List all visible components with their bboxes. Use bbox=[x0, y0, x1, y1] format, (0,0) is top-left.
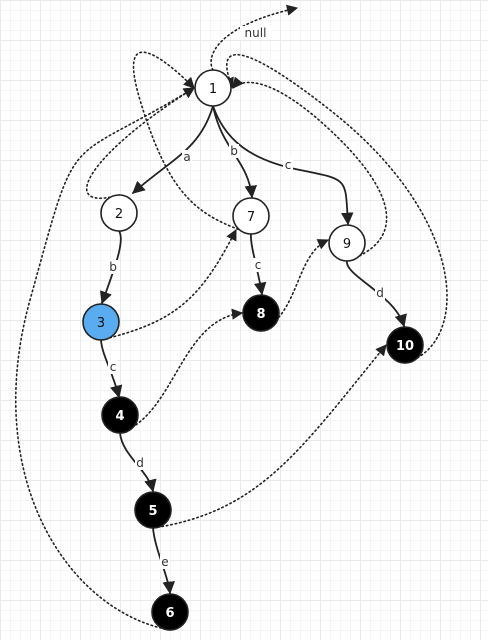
node-3: 3 bbox=[82, 303, 120, 341]
edge-1-null bbox=[210, 4, 299, 71]
edge-2-1 bbox=[85, 87, 195, 200]
node-label-1: 1 bbox=[209, 82, 217, 97]
node-circle-10 bbox=[386, 326, 424, 364]
node-label-8: 8 bbox=[256, 307, 265, 322]
edge-1-9 bbox=[212, 105, 354, 226]
node-circle-7 bbox=[232, 197, 270, 235]
node-6: 6 bbox=[151, 593, 189, 631]
node-circle-1 bbox=[194, 69, 232, 107]
edge-9-10 bbox=[346, 260, 407, 328]
edge-label-3-4: c bbox=[110, 360, 117, 374]
node-label-10: 10 bbox=[396, 339, 414, 354]
edge-3-4 bbox=[100, 339, 123, 399]
node-8: 8 bbox=[242, 294, 280, 332]
node-circle-5 bbox=[134, 491, 172, 529]
node-7: 7 bbox=[232, 197, 270, 235]
edge-7-1 bbox=[132, 51, 252, 235]
node-circle-4 bbox=[101, 396, 139, 434]
edge-label-bg-7-8 bbox=[253, 258, 263, 272]
edge-label-2-3: b bbox=[109, 260, 117, 274]
edge-label-9-10: d bbox=[376, 286, 384, 300]
edge-label-layer: a b c b c d e c d null bbox=[108, 26, 385, 569]
edge-label-bg-1-2 bbox=[182, 150, 192, 164]
edge-label-bg-3-4 bbox=[108, 360, 118, 374]
edge-2-3 bbox=[100, 230, 122, 305]
edge-label-bg-4-5 bbox=[135, 456, 145, 470]
node-5: 5 bbox=[134, 491, 172, 529]
edge-label-bg-1-null bbox=[240, 26, 271, 40]
node-4: 4 bbox=[101, 396, 139, 434]
node-circle-6 bbox=[151, 593, 189, 631]
node-2: 2 bbox=[100, 194, 138, 232]
edge-10-1 bbox=[223, 54, 448, 364]
node-label-7: 7 bbox=[247, 210, 255, 225]
edge-label-5-6: e bbox=[161, 555, 168, 569]
node-label-2: 2 bbox=[115, 207, 123, 222]
node-circle-8 bbox=[242, 294, 280, 332]
node-circle-2 bbox=[100, 194, 138, 232]
edge-label-1-7: b bbox=[230, 144, 238, 158]
node-label-4: 4 bbox=[115, 409, 124, 424]
node-label-9: 9 bbox=[343, 237, 351, 252]
edge-5-10 bbox=[152, 344, 387, 529]
node-9: 9 bbox=[328, 224, 366, 262]
edge-label-4-5: d bbox=[136, 456, 144, 470]
edge-label-bg-5-6 bbox=[160, 555, 170, 569]
node-10: 10 bbox=[386, 326, 424, 364]
edge-1-2 bbox=[132, 105, 214, 194]
node-layer: 1 2 3 4 5 6 7 8 9 10 bbox=[82, 69, 424, 631]
node-label-3: 3 bbox=[97, 316, 105, 331]
edge-label-1-null: null bbox=[245, 26, 267, 40]
edge-label-bg-2-3 bbox=[108, 260, 118, 274]
edge-label-7-8: c bbox=[255, 258, 262, 272]
edge-6-1 bbox=[15, 87, 195, 631]
node-circle-3 bbox=[82, 303, 120, 341]
edge-label-1-2: a bbox=[183, 150, 190, 164]
edge-3-7 bbox=[100, 229, 237, 341]
edge-9-1 bbox=[232, 76, 388, 262]
node-circle-9 bbox=[328, 224, 366, 262]
edge-label-bg-1-7 bbox=[229, 144, 239, 158]
edge-layer bbox=[15, 4, 448, 631]
node-1: 1 bbox=[194, 69, 232, 107]
edge-label-bg-9-10 bbox=[375, 286, 385, 300]
edge-label-bg-1-9 bbox=[283, 158, 293, 172]
node-label-6: 6 bbox=[165, 606, 174, 621]
edge-label-1-9: c bbox=[285, 158, 292, 172]
node-label-5: 5 bbox=[148, 504, 157, 519]
